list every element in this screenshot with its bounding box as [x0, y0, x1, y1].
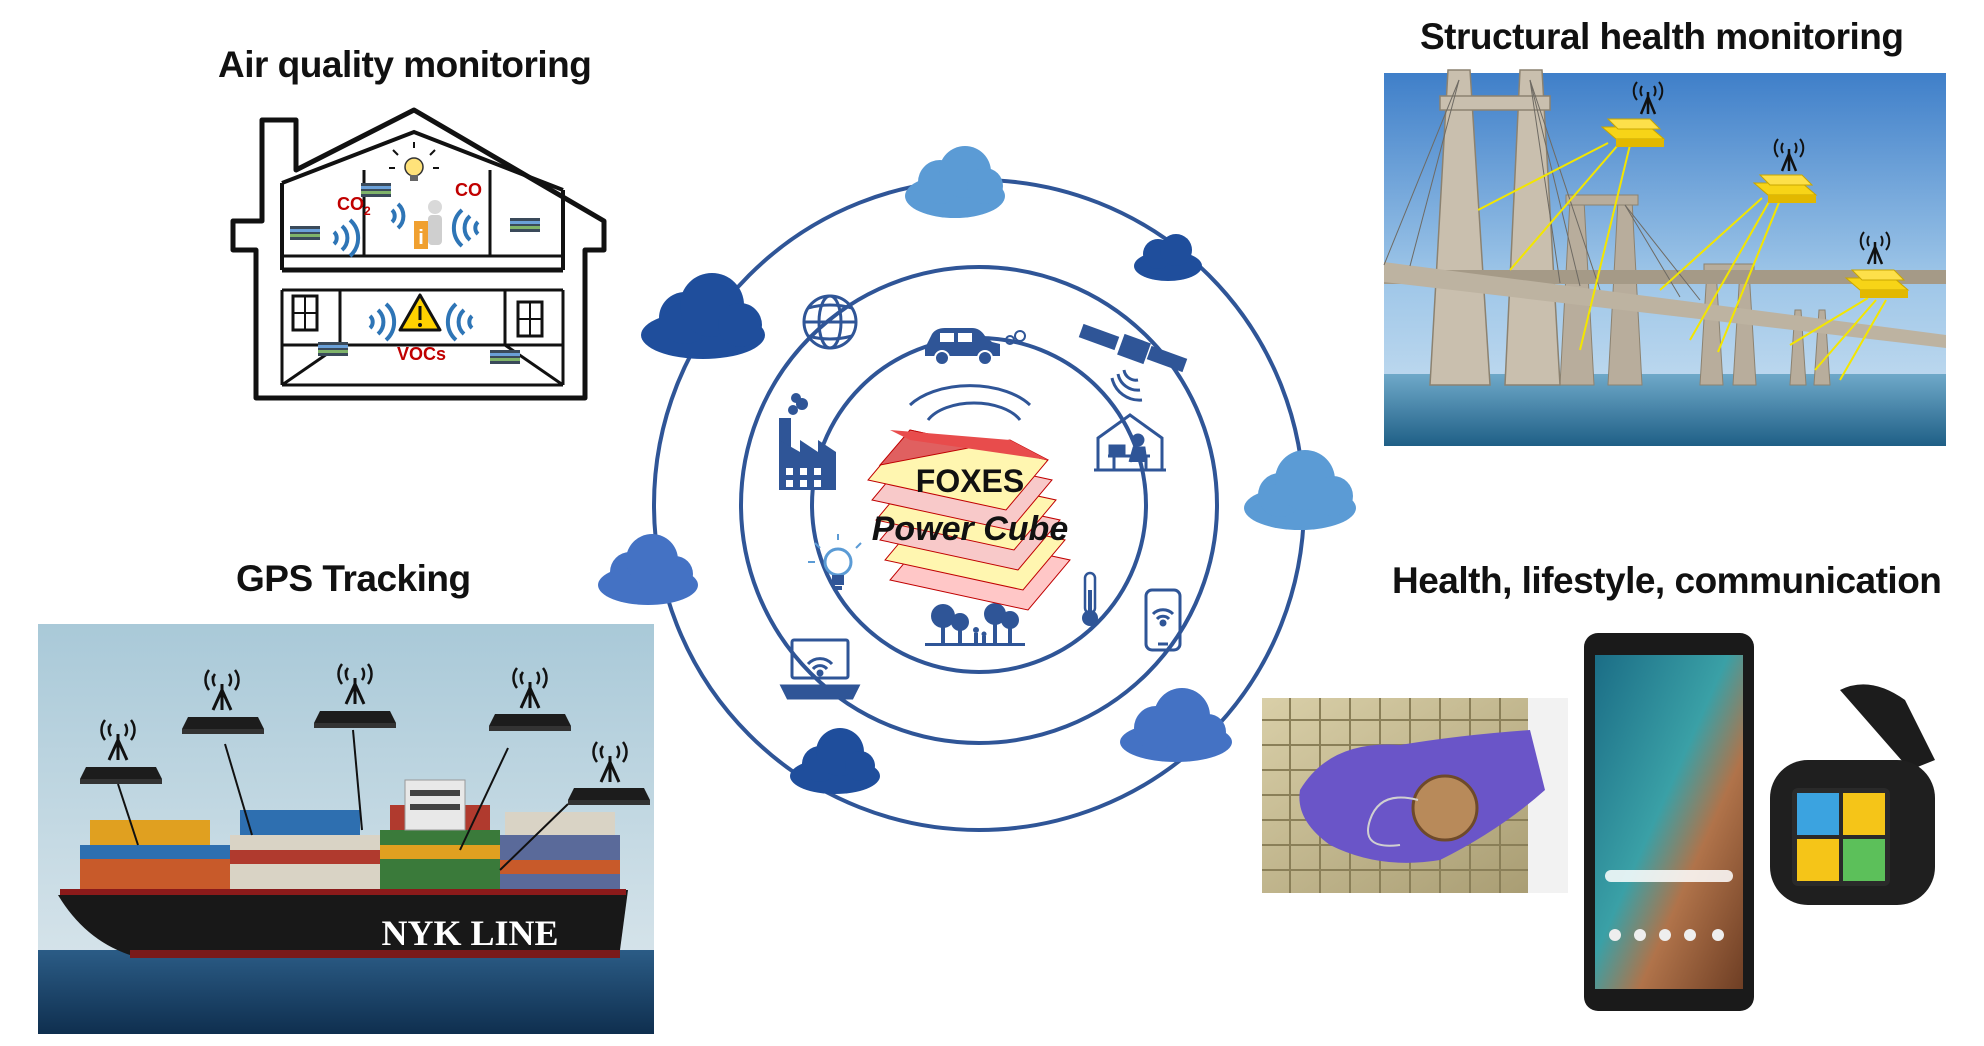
- sensor-cube-icon: [318, 342, 348, 356]
- satellite-icon: [1078, 323, 1188, 402]
- cloud-icon: [1134, 234, 1202, 281]
- sensor-cube-icon: [490, 350, 520, 364]
- co2-label: CO2: [337, 194, 371, 218]
- gps-tracker-icon: [80, 767, 162, 784]
- svg-text:i: i: [418, 227, 424, 249]
- pacemaker-photo: [1262, 698, 1568, 893]
- signal-waves: [332, 202, 480, 342]
- heading-health-lifestyle: Health, lifestyle, communication: [1392, 560, 1942, 601]
- vocs-label: VOCs: [397, 344, 446, 364]
- bridge-photo: [1383, 69, 1946, 446]
- car-icon: [925, 328, 1026, 366]
- cloud-icon: [790, 728, 880, 794]
- cloud-icon: [1244, 450, 1356, 530]
- window-right: [516, 300, 544, 338]
- sensor-cube-icon: [290, 226, 320, 240]
- heading-air-quality: Air quality monitoring: [218, 44, 592, 85]
- heading-gps-tracking: GPS Tracking: [236, 558, 471, 599]
- cloud-icon: [598, 534, 698, 605]
- lightbulb-icon: [808, 534, 862, 590]
- foxes-power-cube: FOXES Power Cube: [867, 384, 1071, 611]
- laptop-icon: [779, 638, 861, 700]
- center-subtitle: Power Cube: [872, 510, 1068, 548]
- sensor-cube-icon: [510, 218, 540, 232]
- co-label: CO: [455, 180, 482, 200]
- gps-tracker-icon: [489, 714, 571, 731]
- clouds: [598, 146, 1356, 794]
- globe-icon: [802, 294, 858, 350]
- factory-icon: [779, 393, 836, 490]
- house-illustration: i CO2 CO VOCs: [230, 107, 607, 401]
- thermometer-icon: [1082, 571, 1098, 626]
- cloud-icon: [1120, 688, 1232, 762]
- lightbulb-icon: [389, 142, 439, 181]
- window-left: [291, 294, 319, 332]
- gps-tracker-icon: [182, 717, 264, 734]
- ship-hull-text: NYK LINE: [381, 913, 558, 953]
- smartphone-photo: [1584, 633, 1754, 1011]
- trees-icon: [925, 584, 1033, 646]
- gps-tracker-icon: [314, 711, 396, 728]
- sensor-cube-icon: [361, 183, 391, 197]
- warning-icon: [398, 293, 442, 332]
- cargo-ship-photo: NYK LINE: [38, 624, 654, 1034]
- cloud-icon: [641, 273, 765, 359]
- smartwatch-photo: [1770, 684, 1935, 905]
- cloud-icon: [905, 146, 1005, 218]
- person-figure: i: [414, 200, 442, 249]
- gps-tracker-icon: [568, 788, 650, 805]
- heading-structural-health: Structural health monitoring: [1420, 16, 1904, 57]
- center-title: FOXES: [916, 463, 1024, 499]
- home-office-icon: [1094, 413, 1166, 472]
- smartphone-icon: [1144, 588, 1182, 652]
